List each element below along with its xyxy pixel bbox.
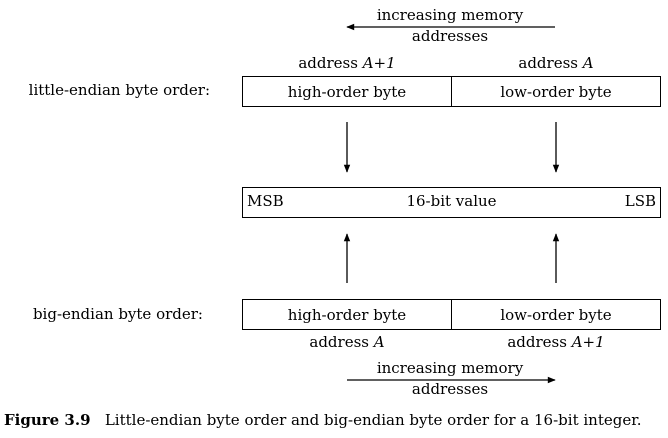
little-endian-high-order-cell: high-order byte bbox=[287, 82, 407, 101]
top-address-left: address A+1 bbox=[298, 54, 396, 72]
value-label: 16-bit value bbox=[406, 192, 497, 210]
little-endian-low-order-cell: low-order byte bbox=[451, 77, 660, 106]
msb-label: MSB bbox=[247, 192, 284, 210]
bottom-address-right: address A+1 bbox=[507, 333, 605, 351]
bottom-direction-label-line2: addresses bbox=[411, 380, 489, 398]
bottom-direction-label-line1: increasing memory bbox=[376, 359, 524, 377]
figure-caption: Figure 3.9 Little-endian byte order and … bbox=[4, 411, 642, 429]
top-direction-label-line1: increasing memory bbox=[376, 6, 524, 24]
bottom-address-left: address A bbox=[309, 333, 385, 351]
lsb-label: LSB bbox=[624, 192, 656, 210]
top-address-right: address A bbox=[518, 54, 594, 72]
figure-number: Figure 3.9 bbox=[4, 411, 91, 429]
big-endian-high-order-cell: high-order byte bbox=[287, 305, 407, 324]
figure-caption-text: Little-endian byte order and big-endian … bbox=[104, 411, 642, 429]
big-endian-low-order-cell: low-order byte bbox=[451, 300, 660, 329]
value-box: MSB 16-bit value LSB bbox=[242, 187, 661, 218]
little-endian-row-label: little-endian byte order: bbox=[28, 81, 210, 99]
big-endian-byte-box: high-order byte low-order byte bbox=[242, 299, 661, 330]
top-direction-label-line2: addresses bbox=[411, 27, 489, 45]
big-endian-row-label: big-endian byte order: bbox=[32, 305, 203, 323]
little-endian-byte-box: high-order byte low-order byte bbox=[242, 76, 661, 107]
